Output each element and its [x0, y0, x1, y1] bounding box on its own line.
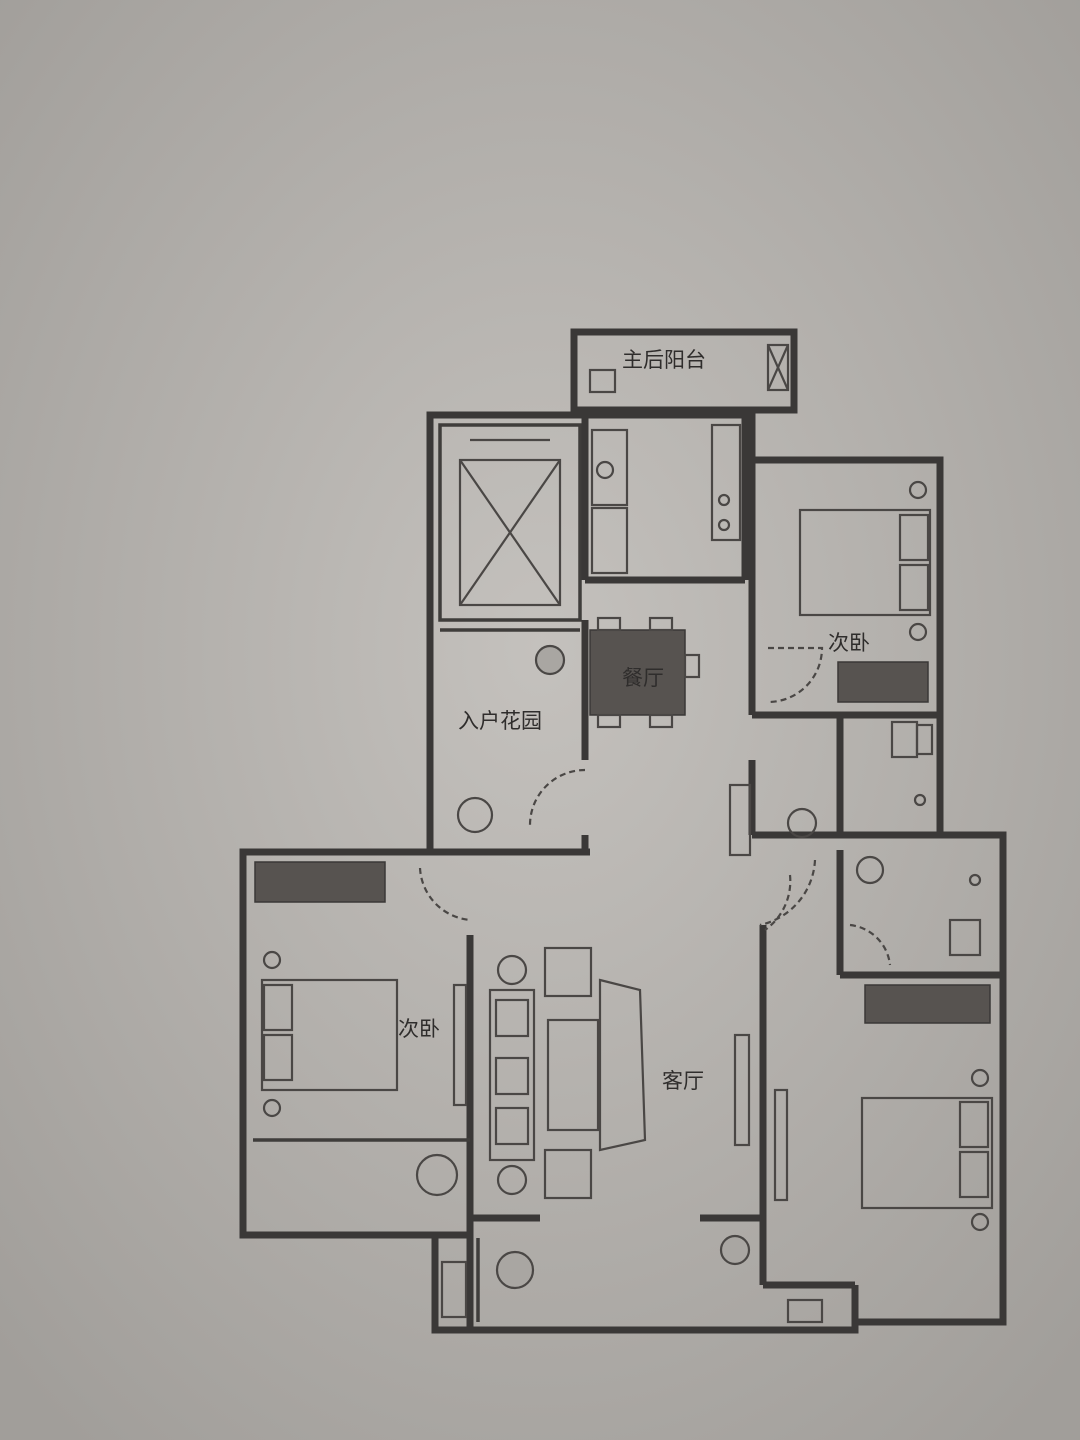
living-room-furniture	[488, 874, 792, 1200]
dining-table	[589, 616, 701, 729]
service-balcony-fixtures	[588, 343, 790, 394]
kitchen-fixtures	[590, 423, 742, 575]
north-bedroom-furniture	[767, 480, 932, 704]
room-label-living: 客厅	[662, 1069, 704, 1093]
room-label-entry-garden: 入户花园	[458, 709, 542, 733]
stairwell-mark	[458, 438, 562, 607]
room-label-bedroom-north: 次卧	[828, 631, 870, 655]
south-balcony-features	[440, 1234, 824, 1324]
room-label-bedroom-west: 次卧	[398, 1017, 440, 1041]
room-label-dining: 餐厅	[622, 666, 664, 690]
bathroom-fixtures	[728, 720, 982, 966]
interior-walls	[253, 415, 1003, 1330]
west-bedroom-furniture	[254, 861, 471, 1197]
entry-garden-features	[456, 644, 586, 834]
room-label-service-balcony: 主后阳台	[622, 348, 706, 372]
master-bedroom-furniture	[773, 984, 994, 1232]
